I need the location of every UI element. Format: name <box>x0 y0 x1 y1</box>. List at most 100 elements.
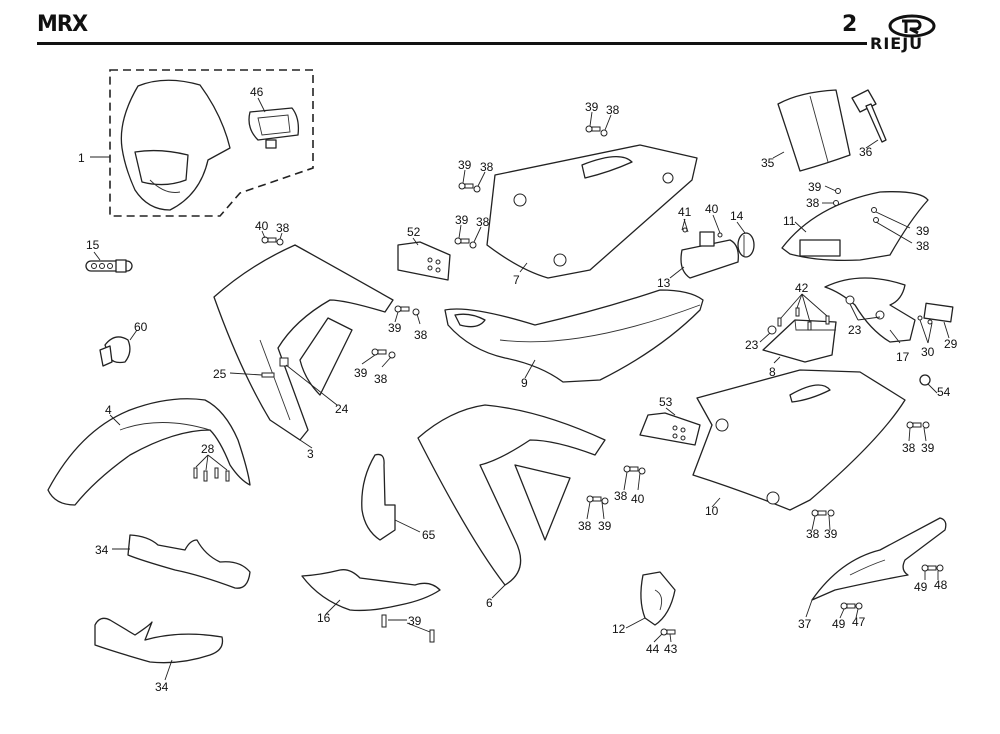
callout-15[interactable]: 15 <box>86 238 100 252</box>
part-14-tail-light-lens[interactable] <box>737 232 755 258</box>
callout-38[interactable]: 38 <box>806 196 820 210</box>
part-28-screws[interactable] <box>193 467 230 482</box>
callout-35[interactable]: 35 <box>761 156 775 170</box>
part-35-tool-bag[interactable] <box>777 89 851 172</box>
callout-30[interactable]: 30 <box>921 345 935 359</box>
callout-38[interactable]: 38 <box>614 489 628 503</box>
page-number: 2 <box>842 12 858 37</box>
callout-38[interactable]: 38 <box>476 215 490 229</box>
model-title: MRX <box>37 12 88 37</box>
callout-38[interactable]: 38 <box>902 441 916 455</box>
callout-39[interactable]: 39 <box>921 441 935 455</box>
callout-39[interactable]: 39 <box>408 614 422 628</box>
callout-38[interactable]: 38 <box>578 519 592 533</box>
callout-38[interactable]: 38 <box>374 372 388 386</box>
callout-38[interactable]: 38 <box>606 103 620 117</box>
callout-34[interactable]: 34 <box>155 680 169 694</box>
part-29-reflector[interactable] <box>923 302 954 323</box>
callout-40[interactable]: 40 <box>255 219 269 233</box>
callout-9[interactable]: 9 <box>521 376 528 390</box>
part-13-tail-light[interactable] <box>680 231 739 279</box>
callout-8[interactable]: 8 <box>769 365 776 379</box>
callout-52[interactable]: 52 <box>407 225 421 239</box>
callout-39[interactable]: 39 <box>585 100 599 114</box>
part-34-handguard-upper[interactable] <box>127 534 251 589</box>
part-8-plate-bracket[interactable] <box>762 319 837 363</box>
part-16-skid-plate[interactable] <box>301 569 441 612</box>
callout-48[interactable]: 48 <box>934 578 948 592</box>
callout-42[interactable]: 42 <box>795 281 809 295</box>
callout-39[interactable]: 39 <box>455 213 469 227</box>
callout-39[interactable]: 39 <box>354 366 368 380</box>
part-17-mudguard-extension[interactable] <box>824 277 916 343</box>
callout-40[interactable]: 40 <box>705 202 719 216</box>
callout-39[interactable]: 39 <box>824 527 838 541</box>
callout-49[interactable]: 49 <box>914 580 928 594</box>
part-11-rear-fender[interactable] <box>781 191 929 262</box>
callout-39[interactable]: 39 <box>808 180 822 194</box>
callout-46[interactable]: 46 <box>250 85 264 99</box>
part-3-left-radiator-shroud[interactable] <box>213 244 394 441</box>
callout-39[interactable]: 39 <box>458 158 472 172</box>
part-15-cable-clip[interactable] <box>85 259 133 273</box>
callout-60[interactable]: 60 <box>134 320 148 334</box>
callout-1[interactable]: 1 <box>78 151 85 165</box>
callout-65[interactable]: 65 <box>422 528 436 542</box>
callout-47[interactable]: 47 <box>852 615 866 629</box>
callout-25[interactable]: 25 <box>213 367 227 381</box>
part-7-left-side-panel[interactable] <box>486 144 698 279</box>
callout-23[interactable]: 23 <box>745 338 759 352</box>
callout-13[interactable]: 13 <box>657 276 671 290</box>
callout-12[interactable]: 12 <box>612 622 626 636</box>
part-37-chain-guard[interactable] <box>811 517 947 601</box>
leader-lines <box>90 97 950 681</box>
callout-17[interactable]: 17 <box>896 350 910 364</box>
callout-38[interactable]: 38 <box>480 160 494 174</box>
header-rule <box>37 42 867 45</box>
callout-39[interactable]: 39 <box>916 224 930 238</box>
part-12-sprocket-cover[interactable] <box>640 571 676 626</box>
part-10-right-side-panel[interactable] <box>692 369 906 511</box>
callout-4[interactable]: 4 <box>105 403 112 417</box>
callout-38[interactable]: 38 <box>276 221 290 235</box>
callout-28[interactable]: 28 <box>201 442 215 456</box>
callout-7[interactable]: 7 <box>513 273 520 287</box>
callout-49[interactable]: 49 <box>832 617 846 631</box>
callout-16[interactable]: 16 <box>317 611 331 625</box>
part-60-fuel-cap[interactable] <box>99 336 131 367</box>
part-34-handguard-lower[interactable] <box>94 617 224 664</box>
callout-38[interactable]: 38 <box>414 328 428 342</box>
part-4-front-fender[interactable] <box>47 398 251 506</box>
callout-38[interactable]: 38 <box>916 239 930 253</box>
callout-29[interactable]: 29 <box>944 337 958 351</box>
hardware-fasteners <box>261 125 944 643</box>
callout-43[interactable]: 43 <box>664 642 678 656</box>
part-9-seat[interactable] <box>444 289 704 383</box>
callout-34[interactable]: 34 <box>95 543 109 557</box>
callout-36[interactable]: 36 <box>859 145 873 159</box>
callout-39[interactable]: 39 <box>598 519 612 533</box>
part-65-fork-guard[interactable] <box>361 453 396 541</box>
callout-11[interactable]: 11 <box>783 214 796 228</box>
callout-3[interactable]: 3 <box>307 447 314 461</box>
part-53-number-plate-bracket[interactable] <box>639 412 701 446</box>
part-6-right-radiator-shroud[interactable] <box>417 404 606 586</box>
callout-44[interactable]: 44 <box>646 642 660 656</box>
part-52-number-plate-bracket[interactable] <box>397 241 451 281</box>
part-54-grommet[interactable] <box>919 374 931 386</box>
callout-54[interactable]: 54 <box>937 385 951 399</box>
callout-10[interactable]: 10 <box>705 504 719 518</box>
part-1-headlight-fairing[interactable] <box>120 79 231 211</box>
callout-6[interactable]: 6 <box>486 596 493 610</box>
callout-38[interactable]: 38 <box>806 527 820 541</box>
callout-40[interactable]: 40 <box>631 492 645 506</box>
callout-53[interactable]: 53 <box>659 395 673 409</box>
callout-39[interactable]: 39 <box>388 321 402 335</box>
part-46-headlight-unit[interactable] <box>248 107 300 149</box>
callout-14[interactable]: 14 <box>730 209 744 223</box>
callout-41[interactable]: 41 <box>678 205 692 219</box>
part-36-spark-plug-wrench[interactable] <box>851 89 887 143</box>
callout-37[interactable]: 37 <box>798 617 812 631</box>
callout-24[interactable]: 24 <box>335 402 349 416</box>
callout-23[interactable]: 23 <box>848 323 862 337</box>
